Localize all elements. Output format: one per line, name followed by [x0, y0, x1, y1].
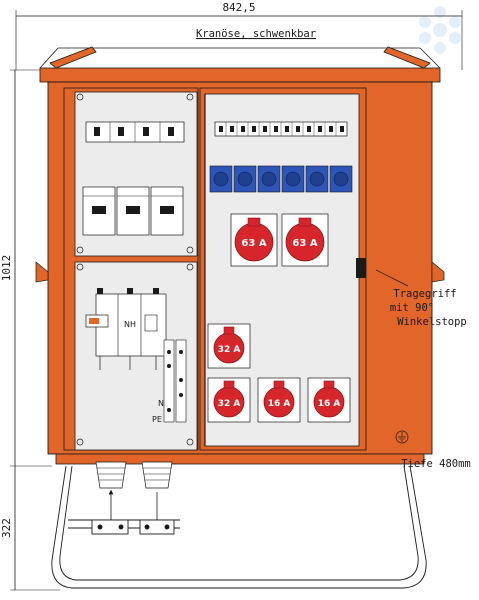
cable-gland-right	[141, 461, 173, 489]
cable-gland-left	[95, 461, 127, 489]
schuko-socket	[233, 165, 257, 193]
schuko-socket	[209, 165, 233, 193]
cabinet-roof	[39, 47, 441, 83]
stand-height-label: 322	[0, 518, 13, 538]
cee-rating-label: 32 A	[218, 345, 241, 355]
schuko-socket	[329, 165, 353, 193]
stand-frame	[51, 465, 427, 589]
height-dimension: 1012	[0, 69, 52, 467]
cee-rating-label: 63 A	[241, 238, 266, 249]
cee-socket-63a-2: 63 A	[281, 213, 329, 267]
mcb-row-right	[214, 121, 348, 137]
schuko-socket-row	[209, 165, 353, 193]
handle-annotation: Tragegriff mit 90° Winkelstopp	[375, 269, 467, 328]
handle-label-line1: Tragegriff	[393, 288, 456, 300]
stand-height-dimension: 322	[0, 466, 60, 591]
schuko-socket	[257, 165, 281, 193]
cee-rating-label: 32 A	[218, 399, 241, 409]
cee-socket-32a-1: 32 A	[207, 323, 251, 369]
mcb-row-left	[85, 121, 185, 143]
cee-socket-16a-1: 16 A	[257, 377, 301, 423]
watermark-logo-icon	[419, 6, 461, 54]
handle-label-line2: mit 90°	[390, 302, 434, 314]
width-dimension-label: 842,5	[222, 1, 255, 14]
cee-rating-label: 16 A	[268, 399, 291, 409]
crane-eye-label: Kranöse, schwenkbar	[196, 28, 316, 40]
terminal-pe-label: PE	[152, 415, 162, 424]
cee-socket-63a-1: 63 A	[230, 213, 278, 267]
cee-rating-label: 63 A	[292, 238, 317, 249]
nh-fuse-switch: NH	[85, 288, 167, 370]
cee-rating-label: 16 A	[318, 399, 341, 409]
cee-socket-32a-2: 32 A	[207, 377, 251, 423]
handle-left	[35, 261, 49, 283]
ground-symbol-icon	[395, 430, 409, 444]
schuko-socket	[281, 165, 305, 193]
terminal-n-label: N	[158, 399, 164, 408]
crane-eye-left	[49, 46, 97, 69]
width-dimension: 842,5	[15, 1, 463, 70]
terminal-block: N PE	[152, 339, 187, 424]
depth-label: Tiefe 480mm	[401, 458, 471, 470]
height-dimension-label: 1012	[0, 255, 13, 282]
nh-label: NH	[124, 320, 136, 329]
crane-eye-right	[383, 46, 431, 69]
rcd-row-left	[82, 186, 184, 236]
handle-right	[356, 258, 445, 283]
handle-label-line3: Winkelstopp	[397, 316, 467, 328]
cee-socket-16a-2: 16 A	[307, 377, 351, 423]
schuko-socket	[305, 165, 329, 193]
